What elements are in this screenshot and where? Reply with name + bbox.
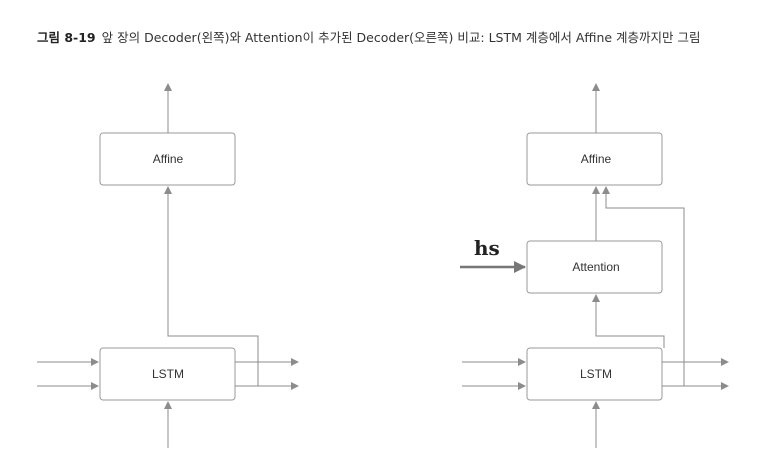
right-lstm-box: [526, 347, 663, 401]
hs-label: hs: [474, 236, 500, 260]
right-lstm-label: LSTM: [580, 367, 612, 381]
right-affine-label: Affine: [581, 152, 612, 166]
right-lstm-to-affine-skip-arrow: [602, 186, 685, 348]
left-lstm-label: LSTM: [152, 367, 184, 381]
figure-caption-text: 앞 장의 Decoder(왼쪽)와 Attention이 추가된 Decoder…: [101, 30, 701, 45]
figure-caption: 그림 8-19 앞 장의 Decoder(왼쪽)와 Attention이 추가된 …: [37, 28, 767, 48]
left-lstm-to-affine-arrow: [164, 186, 259, 348]
right-attention-label: Attention: [572, 260, 619, 274]
figure-number: 그림 8-19: [37, 30, 96, 45]
left-affine-label: Affine: [153, 152, 184, 166]
right-lstm-to-attention-arrow: [592, 294, 665, 348]
right-attention-box: [526, 240, 663, 294]
left-lstm-box: [99, 347, 236, 401]
left-affine-box: [99, 132, 236, 186]
right-decoder-diagram: Affine Attention hs LSTM: [460, 83, 729, 448]
right-affine-box: [526, 132, 663, 186]
left-decoder-diagram: Affine LSTM: [37, 83, 299, 448]
